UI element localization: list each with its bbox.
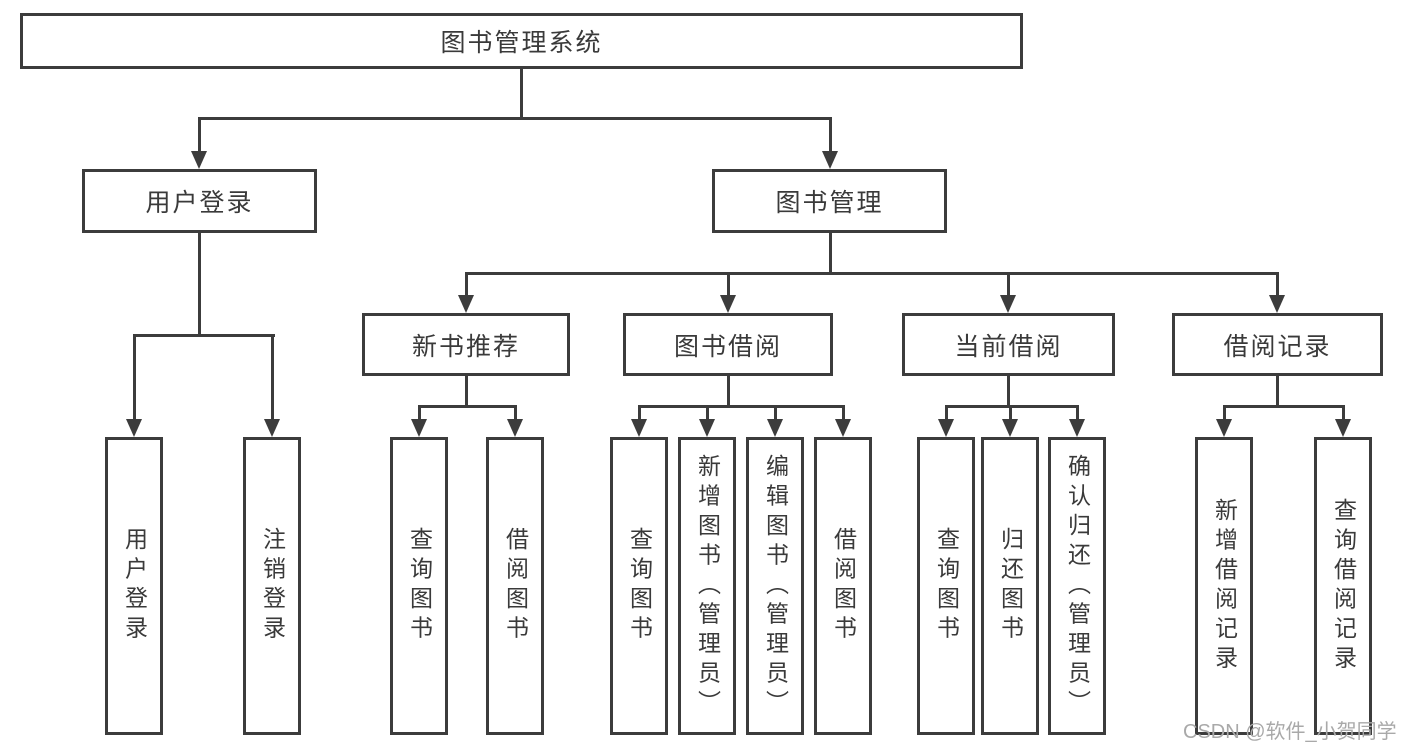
connector-bookborrow-child1 bbox=[638, 405, 641, 423]
leaf-confirm-return-admin: 确认归还（管理员） bbox=[1048, 437, 1106, 735]
arrowhead-records-child1 bbox=[1216, 419, 1232, 437]
arrowhead-bookborrow-child4 bbox=[835, 419, 851, 437]
connector-to-user-login bbox=[198, 117, 201, 155]
connector-bookborrow-child2 bbox=[706, 405, 709, 423]
leaf-edit-books-admin: 编辑图书（管理员） bbox=[746, 437, 804, 735]
connector-currentborrow-child3 bbox=[1076, 405, 1079, 423]
leaf-query-books-borrow: 查询图书 bbox=[610, 437, 668, 735]
leaf-user-login: 用户登录 bbox=[105, 437, 163, 735]
node-library-system: 图书管理系统 bbox=[20, 13, 1023, 69]
arrowhead-records-child2 bbox=[1335, 419, 1351, 437]
arrowhead-book-management bbox=[822, 151, 838, 169]
connector-bookborrow-branch bbox=[638, 405, 845, 408]
connector-bookborrow-stem bbox=[727, 376, 730, 408]
arrowhead-newbooks-child2 bbox=[507, 419, 523, 437]
leaf-borrow-books: 借阅图书 bbox=[814, 437, 872, 735]
connector-to-new-books bbox=[465, 272, 468, 297]
connector-bookmgmt-stem bbox=[829, 233, 832, 275]
connector-to-book-borrow bbox=[727, 272, 730, 297]
node-user-login: 用户登录 bbox=[82, 169, 317, 233]
leaf-logout: 注销登录 bbox=[243, 437, 301, 735]
arrowhead-bookborrow-child3 bbox=[767, 419, 783, 437]
node-book-borrowing: 图书借阅 bbox=[623, 313, 833, 376]
connector-newbooks-branch bbox=[418, 405, 517, 408]
connector-to-book-management bbox=[829, 117, 832, 155]
connector-to-current-borrow bbox=[1007, 272, 1010, 297]
leaf-borrow-books-recommend: 借阅图书 bbox=[486, 437, 544, 735]
leaf-add-books-admin: 新增图书（管理员） bbox=[678, 437, 736, 735]
leaf-query-borrow-record: 查询借阅记录 bbox=[1314, 437, 1372, 735]
leaf-query-books-recommend: 查询图书 bbox=[390, 437, 448, 735]
arrowhead-newbooks-child1 bbox=[411, 419, 427, 437]
connector-newbooks-child2 bbox=[514, 405, 517, 423]
arrowhead-bookborrow-child1 bbox=[631, 419, 647, 437]
connector-userlogin-stem bbox=[198, 233, 201, 336]
arrowhead-user-login bbox=[191, 151, 207, 169]
arrowhead-leaf-logout bbox=[264, 419, 280, 437]
node-current-borrowing: 当前借阅 bbox=[902, 313, 1115, 376]
connector-root-stem bbox=[520, 69, 523, 118]
arrowhead-currentborrow-child2 bbox=[1002, 419, 1018, 437]
arrowhead-book-borrow bbox=[720, 295, 736, 313]
node-borrow-records: 借阅记录 bbox=[1172, 313, 1383, 376]
connector-root-branch bbox=[198, 117, 832, 120]
connector-records-child1 bbox=[1223, 405, 1226, 423]
node-book-management: 图书管理 bbox=[712, 169, 947, 233]
arrowhead-current-borrow bbox=[1000, 295, 1016, 313]
arrowhead-currentborrow-child3 bbox=[1069, 419, 1085, 437]
leaf-return-books: 归还图书 bbox=[981, 437, 1039, 735]
connector-to-leaf-login bbox=[133, 334, 136, 423]
watermark: CSDN @软件_小贺同学 bbox=[1183, 721, 1397, 743]
connector-records-stem bbox=[1276, 376, 1279, 408]
leaf-add-borrow-record: 新增借阅记录 bbox=[1195, 437, 1253, 735]
connector-bookborrow-child4 bbox=[842, 405, 845, 423]
connector-currentborrow-child2 bbox=[1009, 405, 1012, 423]
arrowhead-leaf-login bbox=[126, 419, 142, 437]
connector-newbooks-child1 bbox=[418, 405, 421, 423]
connector-currentborrow-stem bbox=[1007, 376, 1010, 408]
connector-records-branch bbox=[1223, 405, 1345, 408]
connector-bookmgmt-branch bbox=[465, 272, 1279, 275]
arrowhead-new-books bbox=[458, 295, 474, 313]
connector-bookborrow-child3 bbox=[774, 405, 777, 423]
node-new-book-recommend: 新书推荐 bbox=[362, 313, 570, 376]
connector-userlogin-branch bbox=[133, 334, 275, 337]
arrowhead-borrow-records bbox=[1269, 295, 1285, 313]
connector-records-child2 bbox=[1342, 405, 1345, 423]
connector-newbooks-stem bbox=[465, 376, 468, 408]
connector-to-leaf-logout bbox=[271, 334, 274, 423]
arrowhead-bookborrow-child2 bbox=[699, 419, 715, 437]
leaf-query-books-current: 查询图书 bbox=[917, 437, 975, 735]
connector-to-borrow-records bbox=[1276, 272, 1279, 297]
connector-currentborrow-child1 bbox=[945, 405, 948, 423]
arrowhead-currentborrow-child1 bbox=[938, 419, 954, 437]
